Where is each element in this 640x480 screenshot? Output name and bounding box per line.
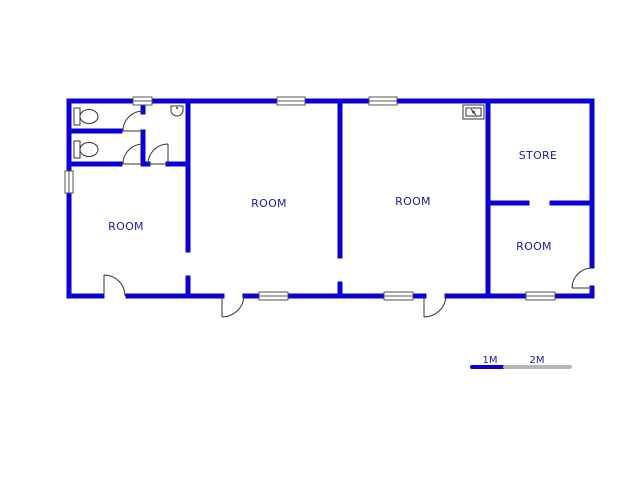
room-labels: ROOM ROOM ROOM STORE ROOM — [108, 149, 557, 253]
window-symbol — [258, 291, 289, 301]
door-swings — [103, 110, 593, 318]
door-swing-symbol — [571, 267, 593, 289]
interior-walls — [66, 98, 595, 299]
window-symbol — [64, 170, 74, 194]
door-swing-symbol — [147, 143, 169, 165]
window-symbol — [368, 96, 398, 106]
scale-bar: 1M 2M — [470, 355, 572, 369]
scale-label-1m: 1M — [483, 355, 498, 366]
room-label-right: ROOM — [395, 195, 431, 208]
door-swing-symbol — [122, 110, 144, 132]
toilet-icon — [73, 107, 99, 126]
room-label-middle: ROOM — [251, 197, 287, 210]
outer-walls — [66, 98, 595, 299]
room-label-left: ROOM — [108, 220, 144, 233]
toilet-icon — [73, 140, 99, 159]
door-swing-symbol — [103, 274, 126, 297]
door-swing-symbol — [122, 143, 144, 165]
door-swing-symbol — [423, 295, 447, 318]
door-swing-symbol — [221, 295, 245, 318]
window-symbol — [383, 291, 414, 301]
room-label-lower-right: ROOM — [516, 240, 552, 253]
sink-icon — [462, 104, 485, 120]
window-symbol — [276, 96, 306, 106]
window-symbols — [64, 96, 556, 301]
fixtures — [73, 104, 485, 159]
washbasin-icon — [170, 105, 184, 117]
window-symbol — [525, 291, 556, 301]
scale-label-2m: 2M — [530, 355, 545, 366]
room-label-store: STORE — [519, 149, 557, 162]
window-symbol — [132, 96, 153, 106]
